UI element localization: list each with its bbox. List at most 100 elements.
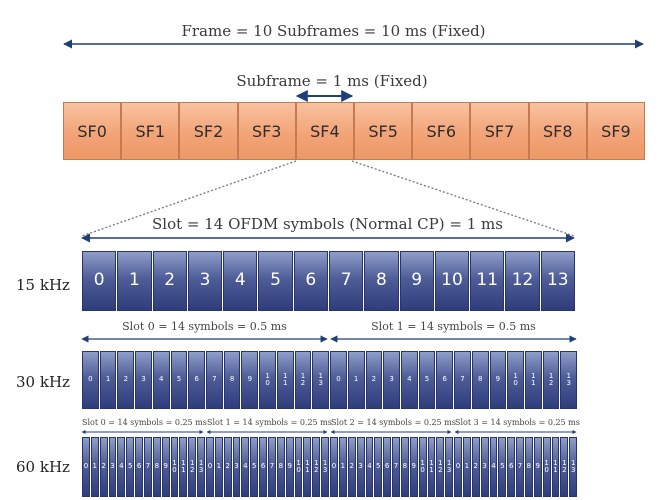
- ofdm-symbol: 5: [498, 437, 507, 497]
- ofdm-symbol: 6: [188, 351, 206, 409]
- subframe-box-0: SF0: [63, 102, 122, 160]
- ofdm-symbol: 1: [117, 251, 152, 311]
- ofdm-symbol: 7: [268, 437, 276, 497]
- ofdm-symbol: 2: [365, 351, 383, 409]
- ofdm-symbol: 5: [170, 351, 188, 409]
- ofdm-symbol: 0: [82, 351, 99, 409]
- ofdm-symbol: 4: [400, 351, 418, 409]
- ofdm-symbol: 6: [507, 437, 516, 497]
- ofdm-symbol: 1: [347, 351, 365, 409]
- ofdm-symbol: 3: [135, 351, 152, 409]
- ofdm-symbol: 5: [374, 437, 383, 497]
- subframe-box-3: SF3: [237, 102, 296, 160]
- ofdm-symbol: 2: [347, 437, 356, 497]
- ofdm-symbol: 8: [152, 437, 161, 497]
- ofdm-symbol: 7: [206, 351, 223, 409]
- ofdm-symbol: 9: [161, 437, 170, 497]
- ofdm-symbol: 9: [285, 437, 294, 497]
- ofdm-symbol: 7: [392, 437, 400, 497]
- ofdm-symbol: 8: [471, 351, 489, 409]
- frame-title: Frame = 10 Subframes = 10 ms (Fixed): [181, 22, 486, 40]
- ofdm-symbol: 9: [533, 437, 542, 497]
- ofdm-symbol: 6: [259, 437, 268, 497]
- ofdm-symbol: 0: [82, 437, 90, 497]
- slot-caption-60-0: Slot 0 = 14 symbols = 0.25 ms: [82, 418, 207, 427]
- ofdm-symbol: 2: [223, 437, 232, 497]
- ofdm-symbol: 2: [117, 351, 135, 409]
- ofdm-symbol: 12: [505, 251, 540, 311]
- subframe-box-4: SF4: [295, 102, 355, 160]
- ofdm-symbol: 1: [99, 351, 117, 409]
- subframe-box-8: SF8: [528, 102, 587, 160]
- row-label-60khz: 60 kHz: [16, 458, 70, 476]
- row-label-30khz: 30 kHz: [16, 373, 70, 391]
- ofdm-symbol: 1: [462, 437, 471, 497]
- subframe-title: Subframe = 1 ms (Fixed): [236, 72, 428, 90]
- ofdm-symbol: 6: [293, 251, 328, 311]
- slot-caption-30-1: Slot 1 = 14 symbols = 0.5 ms: [371, 320, 536, 333]
- ofdm-symbol: 4: [152, 351, 170, 409]
- ofdm-symbol: 7: [328, 251, 364, 311]
- ofdm-symbol: 9: [399, 251, 434, 311]
- ofdm-symbol: 2: [152, 251, 187, 311]
- ofdm-symbol: 5: [418, 351, 436, 409]
- ofdm-symbol: 4: [117, 437, 126, 497]
- ofdm-symbol: 3: [383, 351, 400, 409]
- ofdm-symbol: 5: [258, 251, 293, 311]
- ofdm-symbol: 3: [480, 437, 489, 497]
- slot-title: Slot = 14 OFDM symbols (Normal CP) = 1 m…: [152, 215, 503, 233]
- ofdm-symbol: 0: [330, 437, 338, 497]
- ofdm-symbol: 2: [471, 437, 480, 497]
- ofdm-symbol: 4: [489, 437, 498, 497]
- slot-caption-60-3: Slot 3 = 14 symbols = 0.25 ms: [455, 418, 580, 427]
- ofdm-symbol: 9: [489, 351, 507, 409]
- ofdm-symbol: 3: [187, 251, 223, 311]
- subframe-box-6: SF6: [412, 102, 471, 160]
- ofdm-symbol: 10: [434, 251, 470, 311]
- ofdm-symbol: 3: [356, 437, 365, 497]
- ofdm-symbol: 11: [470, 251, 505, 311]
- ofdm-symbol: 2: [99, 437, 108, 497]
- ofdm-symbol: 3: [108, 437, 117, 497]
- ofdm-symbol: 4: [223, 251, 258, 311]
- zoom-line-left: [81, 160, 297, 237]
- ofdm-symbol: 6: [436, 351, 454, 409]
- ofdm-symbol: 7: [516, 437, 524, 497]
- ofdm-symbol: 0: [82, 251, 117, 311]
- ofdm-symbol: 3: [232, 437, 241, 497]
- ofdm-symbol: 7: [144, 437, 152, 497]
- ofdm-symbol: 13: [540, 251, 575, 311]
- ofdm-symbol: 1: [90, 437, 99, 497]
- ofdm-symbol: 9: [409, 437, 418, 497]
- ofdm-symbol: 8: [276, 437, 285, 497]
- ofdm-symbol: 1: [338, 437, 347, 497]
- slot-caption-30-0: Slot 0 = 14 symbols = 0.5 ms: [122, 320, 287, 333]
- subframe-box-1: SF1: [121, 102, 180, 160]
- ofdm-symbol: 4: [241, 437, 250, 497]
- ofdm-symbol: 6: [383, 437, 392, 497]
- subframe-box-7: SF7: [470, 102, 529, 160]
- ofdm-symbol: 9: [241, 351, 259, 409]
